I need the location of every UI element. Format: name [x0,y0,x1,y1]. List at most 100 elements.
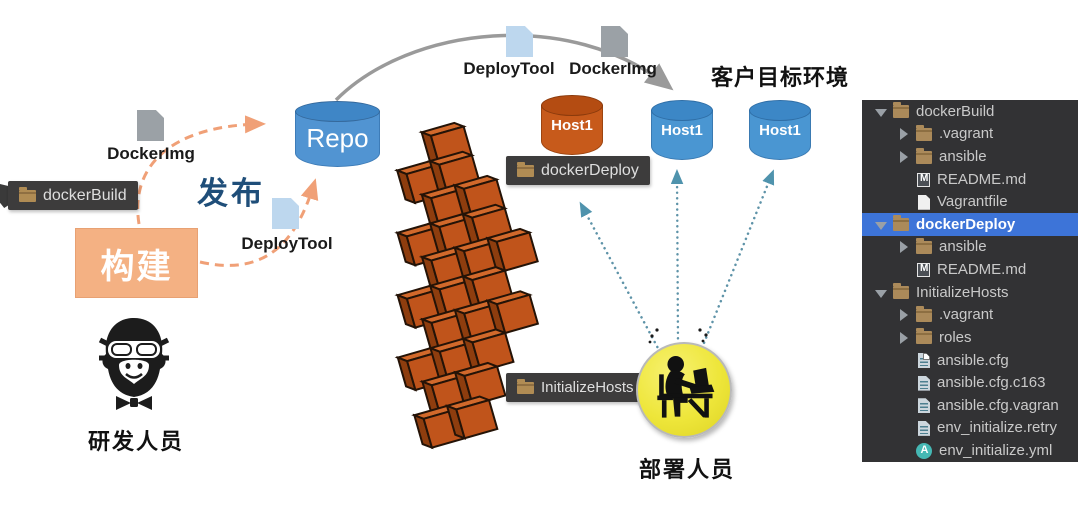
file-type-icon [917,172,930,187]
tree-row-label: .vagrant [939,125,994,143]
tree-row-label: ansible [939,148,987,166]
expand-arrow-icon[interactable] [897,443,911,458]
tag-docker-build-label: dockerBuild [43,186,127,204]
tree-row[interactable]: ansible [862,145,1078,168]
repo-cylinder-top [295,101,380,122]
file-type-icon [893,102,909,119]
expand-arrow-icon[interactable] [897,353,911,368]
expand-arrow-icon[interactable] [897,172,911,187]
host1-orange-label: Host1 [551,117,593,134]
file-type-icon [893,215,909,232]
tree-row[interactable]: README.md [862,168,1078,191]
file-type-icon [916,328,932,345]
repo-cylinder: Repo [295,101,380,167]
file-type-icon [916,237,932,254]
host1-blue-cylinder-1: Host1 [651,100,713,160]
build-box-label: 构建 [100,247,173,286]
tag-docker-deploy: dockerDeploy [506,156,650,185]
cylinder-top [651,100,713,121]
host1-orange-cylinder: Host1 [541,95,603,155]
tree-row[interactable]: env_initialize.yml [862,439,1078,462]
file-type-icon [918,420,930,436]
tree-row[interactable]: ansible.cfg.vagran [862,394,1078,417]
tag-docker-build: dockerBuild [8,181,138,210]
folder-icon [517,378,534,394]
docker-image-file-icon-top [601,26,628,57]
deployer-to-host1-arrow [670,169,684,346]
expand-arrow-icon[interactable] [874,217,888,232]
folder-icon [517,161,534,177]
expand-arrow-icon[interactable] [897,262,911,277]
docker-image-label: DockerImg [107,144,195,163]
file-type-icon [916,305,932,322]
tree-row[interactable]: env_initialize.retry [862,417,1078,440]
file-type-icon [918,353,930,368]
expand-arrow-icon[interactable] [897,239,911,254]
tree-row[interactable]: ansible [862,236,1078,259]
tag-initialize-hosts-label: InitializeHosts [541,379,634,396]
tree-row[interactable]: .vagrant [862,303,1078,326]
tree-row-label: InitializeHosts [916,283,1009,301]
tree-row[interactable]: ansible.cfg [862,349,1078,372]
file-type-icon [916,124,932,141]
publish-label: 发布 [197,176,265,211]
file-type-icon [916,147,932,164]
file-type-icon [918,375,930,391]
tree-row[interactable]: roles [862,326,1078,349]
expand-arrow-icon[interactable] [874,104,888,119]
cylinder-top [541,95,603,116]
project-file-tree-panel: dockerBuild .vagrant ansible README.md [862,100,1078,462]
host1-blue1-label: Host1 [661,122,703,139]
tree-row-label: README.md [937,261,1027,279]
expand-arrow-icon[interactable] [897,398,911,413]
tree-row-label: ansible.cfg.c163 [937,374,1046,392]
developer-gorilla-icon [94,314,174,414]
expand-arrow-icon[interactable] [874,285,888,300]
tree-row[interactable]: .vagrant [862,123,1078,146]
tree-row-label: ansible [939,238,987,256]
docker-image-file-icon [137,110,164,141]
tag-docker-deploy-label: dockerDeploy [541,161,639,179]
tree-row[interactable]: InitializeHosts [862,281,1078,304]
tree-row-label: roles [939,328,972,346]
folder-icon [19,186,36,202]
tree-row[interactable]: Vagrantfile [862,190,1078,213]
tree-row-label: ansible.cfg.vagran [937,396,1059,414]
host1-blue2-label: Host1 [759,122,801,139]
tree-row-label: dockerBuild [916,102,995,120]
deploy-tool-file-icon [272,198,299,229]
build-box: 构建 [75,228,198,298]
deployer-label: 部署人员 [639,457,736,482]
cylinder-top [749,100,811,121]
tree-row[interactable]: dockerBuild [862,100,1078,123]
tree-row-label: env_initialize.retry [937,419,1058,437]
tree-row-label: ansible.cfg [937,351,1009,369]
tree-row-label: env_initialize.yml [939,441,1053,459]
tree-row-label: README.md [937,170,1027,188]
host1-blue-cylinder-2: Host1 [749,100,811,160]
expand-arrow-icon[interactable] [897,330,911,345]
file-type-icon [918,194,930,210]
tree-row[interactable]: README.md [862,258,1078,281]
tree-row-label: dockerDeploy [916,215,1016,233]
sweat-dots [648,328,708,344]
tree-row-label: Vagrantfile [937,193,1008,211]
tree-row-label: .vagrant [939,306,994,324]
repo-label: Repo [306,123,369,153]
file-type-icon [916,442,932,459]
deploy-tool-label-top: DeployTool [463,59,555,78]
file-type-icon [918,398,930,414]
target-environment-title: 客户目标环境 [711,65,850,90]
expand-arrow-icon[interactable] [897,307,911,322]
tree-row[interactable]: dockerDeploy [862,213,1078,236]
expand-arrow-icon[interactable] [897,194,911,209]
file-type-icon [893,283,909,300]
expand-arrow-icon[interactable] [897,420,911,435]
deployer-person-icon [636,342,732,438]
expand-arrow-icon[interactable] [897,149,911,164]
tree-row[interactable]: ansible.cfg.c163 [862,371,1078,394]
deployer-to-dockerdeploy-arrow [579,201,662,354]
expand-arrow-icon[interactable] [897,375,911,390]
expand-arrow-icon[interactable] [897,126,911,141]
